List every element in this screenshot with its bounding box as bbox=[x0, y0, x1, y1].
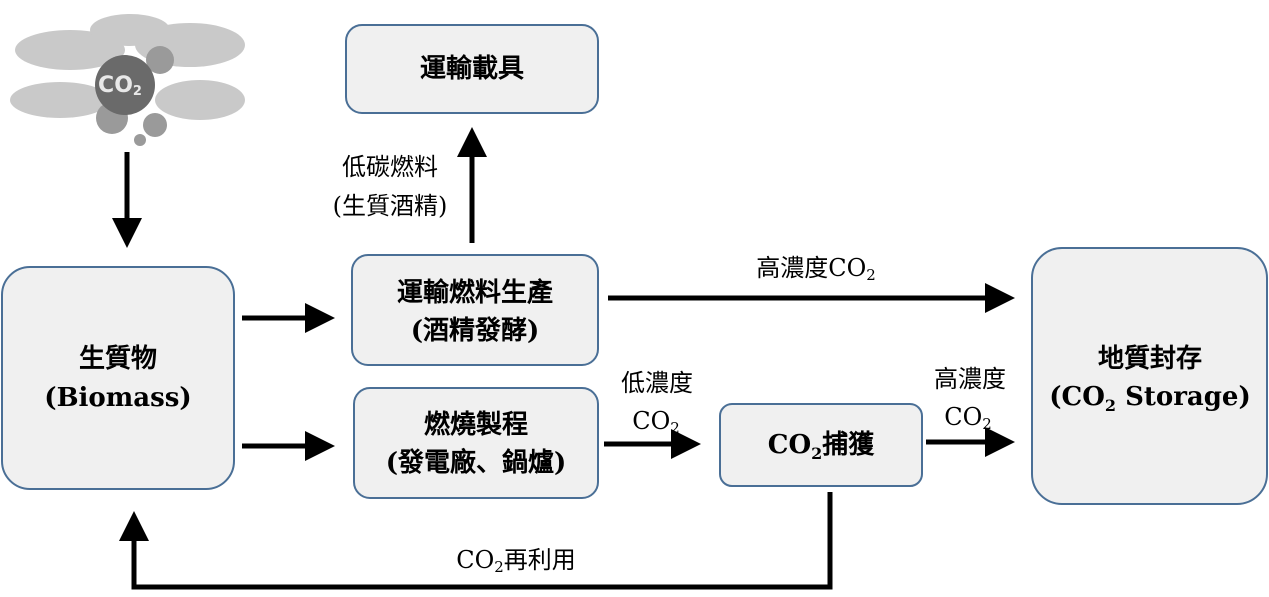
arrow-capture-reuse-to-biomass bbox=[119, 492, 833, 590]
node-fuel-production: 運輸燃料生產 (酒精發酵) bbox=[351, 254, 599, 366]
node-biomass: 生質物 (Biomass) bbox=[1, 266, 235, 490]
edge-label-reuse: CO2再利用 bbox=[456, 546, 576, 576]
node-vehicles: 運輸載具 bbox=[345, 24, 599, 114]
node-vehicles-label: 運輸載具 bbox=[420, 53, 524, 84]
edge-label-high-conc-right-line1: 高濃度 bbox=[934, 365, 1006, 393]
node-combustion-line1: 燃燒製程 bbox=[424, 410, 528, 440]
node-storage: 地質封存 (CO2 Storage) bbox=[1031, 247, 1268, 505]
node-combustion: 燃燒製程 (發電廠、鍋爐) bbox=[353, 387, 599, 499]
edge-label-low-conc-line2: CO2 bbox=[632, 407, 680, 437]
node-combustion-line2: (發電廠、鍋爐) bbox=[386, 447, 567, 478]
edge-label-low-conc-line1: 低濃度 bbox=[621, 369, 693, 397]
edge-label-low-carbon-fuel-line1: 低碳燃料 bbox=[342, 153, 438, 181]
edge-label-high-conc-right-line2: CO2 bbox=[944, 403, 992, 433]
co2-ball-icon bbox=[95, 55, 155, 115]
node-capture-label: CO2捕獲 bbox=[768, 430, 875, 463]
node-biomass-line2: (Biomass) bbox=[44, 383, 191, 413]
node-storage-line2: (CO2 Storage) bbox=[1049, 382, 1251, 415]
node-fuel-production-line2: (酒精發酵) bbox=[411, 316, 540, 346]
edge-label-high-conc-top: 高濃度CO2 bbox=[756, 254, 876, 284]
node-capture: CO2捕獲 bbox=[719, 403, 923, 487]
co2-cloud-illustration: CO2 bbox=[10, 14, 245, 146]
co2-ball-text: CO2 bbox=[98, 73, 142, 99]
node-fuel-production-line1: 運輸燃料生產 bbox=[397, 277, 553, 308]
edge-label-low-carbon-fuel-line2: (生質酒精) bbox=[333, 192, 448, 220]
node-storage-line1: 地質封存 bbox=[1098, 344, 1202, 374]
node-biomass-line1: 生質物 bbox=[79, 344, 157, 374]
